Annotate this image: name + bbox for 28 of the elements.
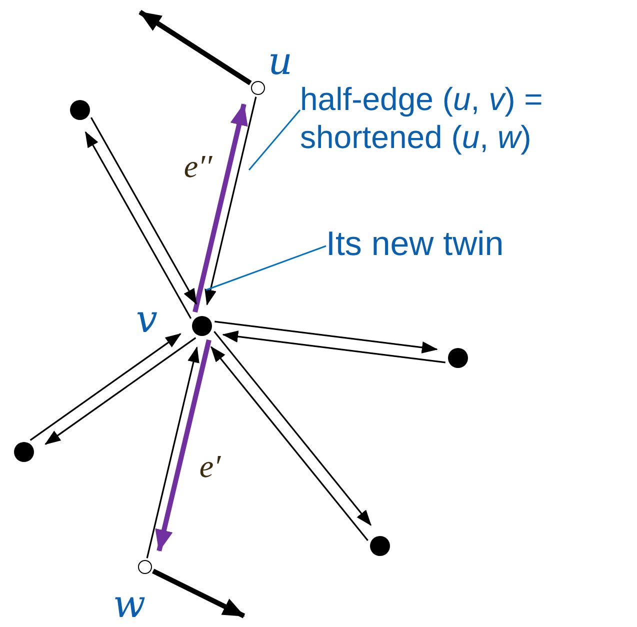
half-edge-arrow bbox=[84, 131, 192, 319]
half-edge-arrow bbox=[204, 96, 257, 306]
open-vertex bbox=[251, 81, 265, 95]
half-edge-arrow bbox=[222, 330, 446, 364]
half-edge-arrow bbox=[155, 339, 212, 552]
half-edge-arrow bbox=[152, 568, 246, 618]
vertex-dot bbox=[70, 100, 90, 120]
vertex-dot bbox=[14, 442, 34, 462]
half-edge-arrow bbox=[214, 320, 438, 354]
half-edge-arrow bbox=[30, 333, 182, 441]
vertex-dot bbox=[448, 348, 468, 368]
half-edge-arrow bbox=[90, 117, 198, 305]
half-edge-arrow bbox=[210, 346, 368, 541]
vertex-label: v bbox=[136, 300, 158, 338]
annotation-text: Its new twin bbox=[326, 224, 576, 265]
vertex-dot bbox=[192, 316, 212, 336]
half-edge-arrow bbox=[192, 103, 248, 313]
half-edge-arrow bbox=[214, 331, 372, 526]
vertex-label: w bbox=[113, 585, 146, 623]
open-vertex bbox=[138, 560, 152, 574]
half-edge-arrow bbox=[138, 10, 252, 86]
vertex-dot bbox=[370, 536, 390, 556]
annotation-text: half-edge (u, v) = shortened (u, w) bbox=[300, 80, 630, 157]
half-edge-arrow bbox=[44, 337, 196, 445]
vertex-label: u bbox=[268, 42, 292, 80]
leader-line bbox=[248, 110, 301, 170]
leader-line bbox=[206, 245, 326, 291]
half-edge-arrow bbox=[146, 346, 200, 558]
